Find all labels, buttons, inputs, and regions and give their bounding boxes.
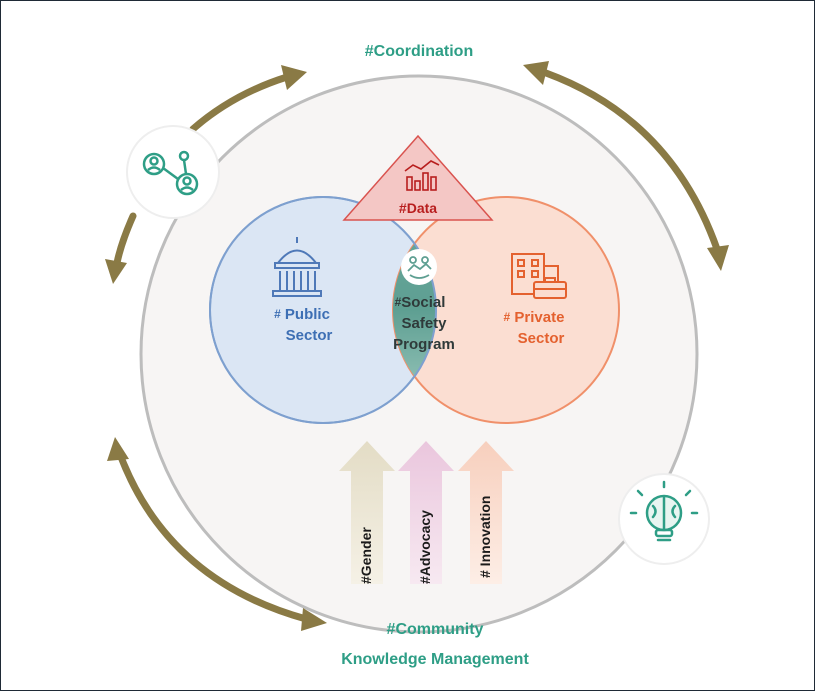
knowledge-management-label: Knowledge Management <box>341 651 529 668</box>
gender-label: #Gender <box>358 527 374 584</box>
coordination-label: #Coordination <box>364 43 474 60</box>
advocacy-label: #Advocacy <box>417 510 433 584</box>
ssp-line3: Program <box>393 336 455 353</box>
public-sector-label: # Public Sector <box>247 304 357 346</box>
ssp-line2: Safety <box>401 315 447 332</box>
cycle-arrow-top-right <box>523 61 729 271</box>
chart-icon <box>404 160 440 191</box>
data-label: #Data <box>398 200 438 216</box>
handshake-icon <box>401 249 437 285</box>
cycle-arrow-bottom-left <box>107 437 327 631</box>
private-line2: Sector <box>517 330 565 347</box>
government-building-icon <box>272 237 322 297</box>
ssp-line1: Social <box>401 294 446 311</box>
advocacy-arrow <box>398 441 454 584</box>
network-icon <box>126 125 220 219</box>
cycle-arrow-top-left <box>105 65 307 284</box>
private-line1: Private <box>514 309 565 326</box>
data-triangle <box>342 134 494 221</box>
office-building-icon <box>511 253 567 299</box>
private-hash: # <box>503 310 511 324</box>
public-hash: # <box>274 307 281 321</box>
public-line1: Public <box>284 306 330 323</box>
community-label: #Community <box>386 621 484 638</box>
private-sector-label: # Private Sector <box>479 307 589 349</box>
brain-bulb-icon <box>618 473 710 565</box>
social-safety-program-label: #Social Safety Program <box>379 292 461 355</box>
gender-arrow <box>339 441 395 584</box>
ssp-hash: # <box>394 295 402 309</box>
innovation-arrow <box>458 441 514 584</box>
innovation-label: # Innovation <box>477 495 493 578</box>
public-line2: Sector <box>285 327 333 344</box>
